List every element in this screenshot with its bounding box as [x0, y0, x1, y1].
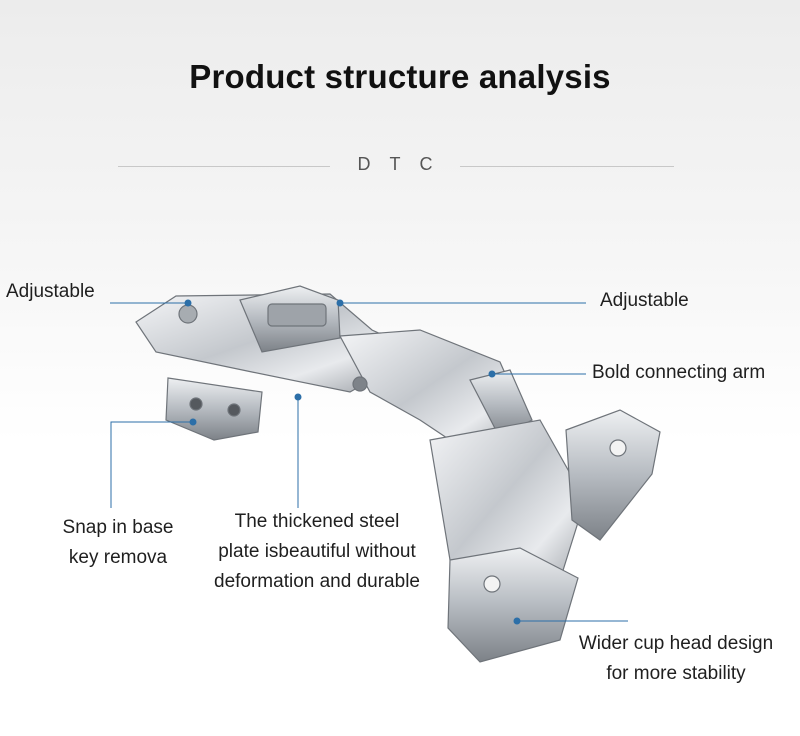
label-thickened-plate: The thickened steel plate isbeautiful wi…	[186, 507, 448, 597]
label-adjustable-left: Adjustable	[6, 281, 95, 302]
divider-right	[460, 166, 674, 167]
callout-dot-snap	[189, 418, 197, 426]
callout-lines	[110, 299, 628, 625]
callout-line-snap	[110, 421, 192, 508]
callout-dot-adjustable-right	[336, 299, 344, 307]
label-adjustable-right: Adjustable	[600, 290, 689, 311]
label-plate-line-2: plate isbeautiful without	[218, 541, 416, 562]
label-snap-line-2: key remova	[68, 547, 168, 568]
brand-mark: DTC	[357, 154, 452, 174]
callout-dot-cup	[513, 617, 521, 625]
callout-dot-bold-arm	[488, 370, 496, 378]
callout-dot-plate	[294, 393, 302, 401]
callout-dot-adjustable-left	[184, 299, 192, 307]
hinge-image	[135, 285, 661, 663]
label-plate-line-3: deformation and durable	[214, 571, 420, 592]
divider-left	[118, 166, 330, 167]
label-snap-in-base: Snap in base key remova	[40, 513, 196, 573]
label-bold-connecting-arm: Bold connecting arm	[592, 362, 766, 383]
label-cup-line-2: for more stability	[606, 663, 746, 684]
page-title: Product structure analysis	[189, 58, 611, 95]
label-cup-line-1: Wider cup head design	[578, 633, 774, 654]
label-plate-line-1: The thickened steel	[234, 511, 400, 532]
label-wider-cup: Wider cup head design for more stability	[556, 629, 796, 689]
label-snap-line-1: Snap in base	[62, 517, 174, 538]
